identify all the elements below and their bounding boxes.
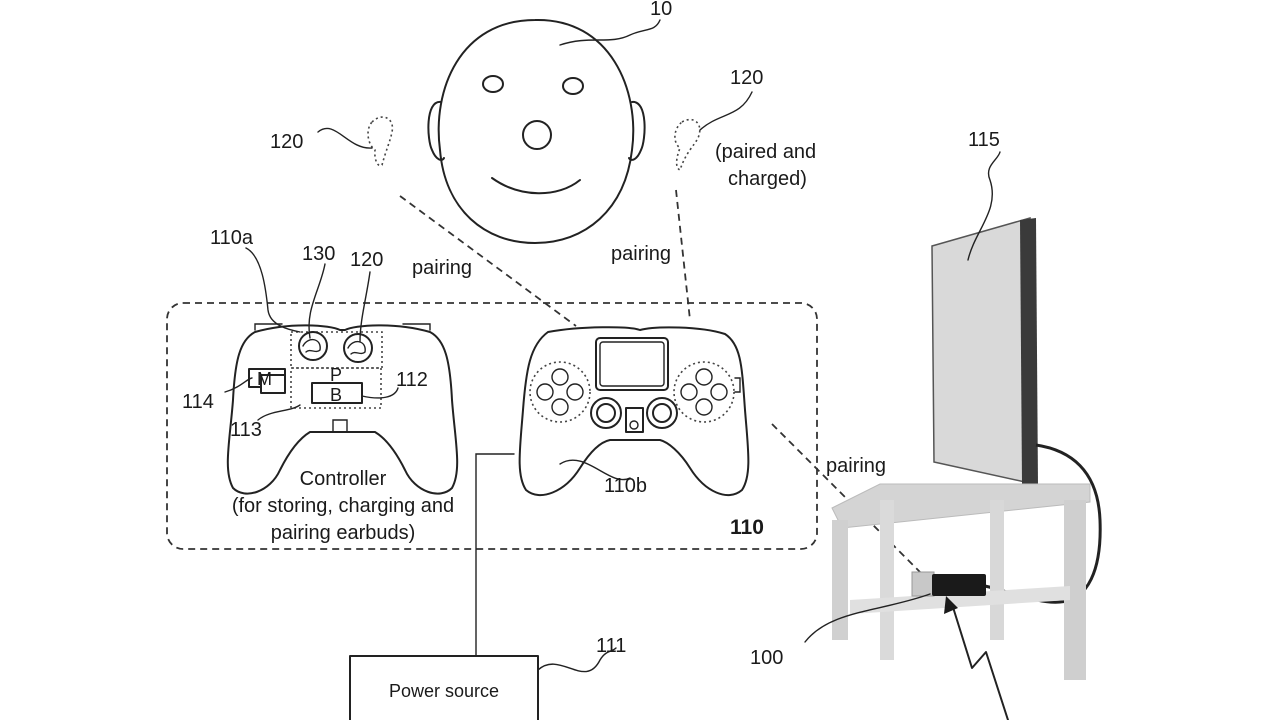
ref-120-left: 120 <box>270 131 303 153</box>
power-cable <box>475 453 515 657</box>
ref-10: 10 <box>650 0 672 20</box>
controller-110a <box>226 323 459 495</box>
power-source-label: Power source <box>389 681 499 701</box>
earbud-right-icon <box>674 91 753 172</box>
controller-caption-1: Controller <box>300 468 387 490</box>
controller-110b <box>518 326 750 496</box>
box-p: P <box>330 365 342 385</box>
pairing-line-center <box>675 189 691 321</box>
box-b: B <box>330 385 342 405</box>
console-100 <box>911 571 1009 720</box>
leader-112 <box>361 387 399 399</box>
ref-113: 113 <box>230 419 262 441</box>
leader-115 <box>967 151 1001 261</box>
paired-charged-line2: charged) <box>728 168 807 190</box>
ref-114: 114 <box>182 391 214 413</box>
leader-114 <box>224 377 253 393</box>
controller-caption-2: (for storing, charging and <box>232 495 454 517</box>
side-table <box>831 483 1091 680</box>
ref-130: 130 <box>302 243 335 265</box>
paired-charged-line1: (paired and <box>715 141 816 163</box>
ref-110: 110 <box>730 516 764 539</box>
ref-110b: 110b <box>604 475 647 497</box>
ref-112: 112 <box>396 369 428 391</box>
leader-111 <box>537 647 617 673</box>
controller-group-110 <box>166 302 818 550</box>
ref-110a: 110a <box>210 227 254 249</box>
earbud-left-icon <box>317 116 394 167</box>
pairing-label-left: pairing <box>412 257 472 279</box>
ref-100: 100 <box>750 647 783 669</box>
box-m: M <box>257 369 272 389</box>
ref-120-ctrl: 120 <box>350 249 383 271</box>
ref-120-right: 120 <box>730 67 763 89</box>
power-source-box <box>349 655 539 720</box>
ref-111: 111 <box>596 635 626 657</box>
leader-113 <box>257 404 301 421</box>
leader-110b <box>559 459 631 481</box>
pairing-line-left <box>399 195 577 327</box>
pairing-label-center: pairing <box>611 243 671 265</box>
controller-caption-3: pairing earbuds) <box>271 522 416 544</box>
ref-115: 115 <box>968 129 1000 151</box>
pairing-label-right: pairing <box>826 455 886 477</box>
user-head <box>427 18 661 244</box>
leader-110a <box>245 247 301 333</box>
leader-120-ctrl <box>359 271 371 343</box>
leader-100 <box>804 593 931 643</box>
leader-130 <box>308 263 326 339</box>
